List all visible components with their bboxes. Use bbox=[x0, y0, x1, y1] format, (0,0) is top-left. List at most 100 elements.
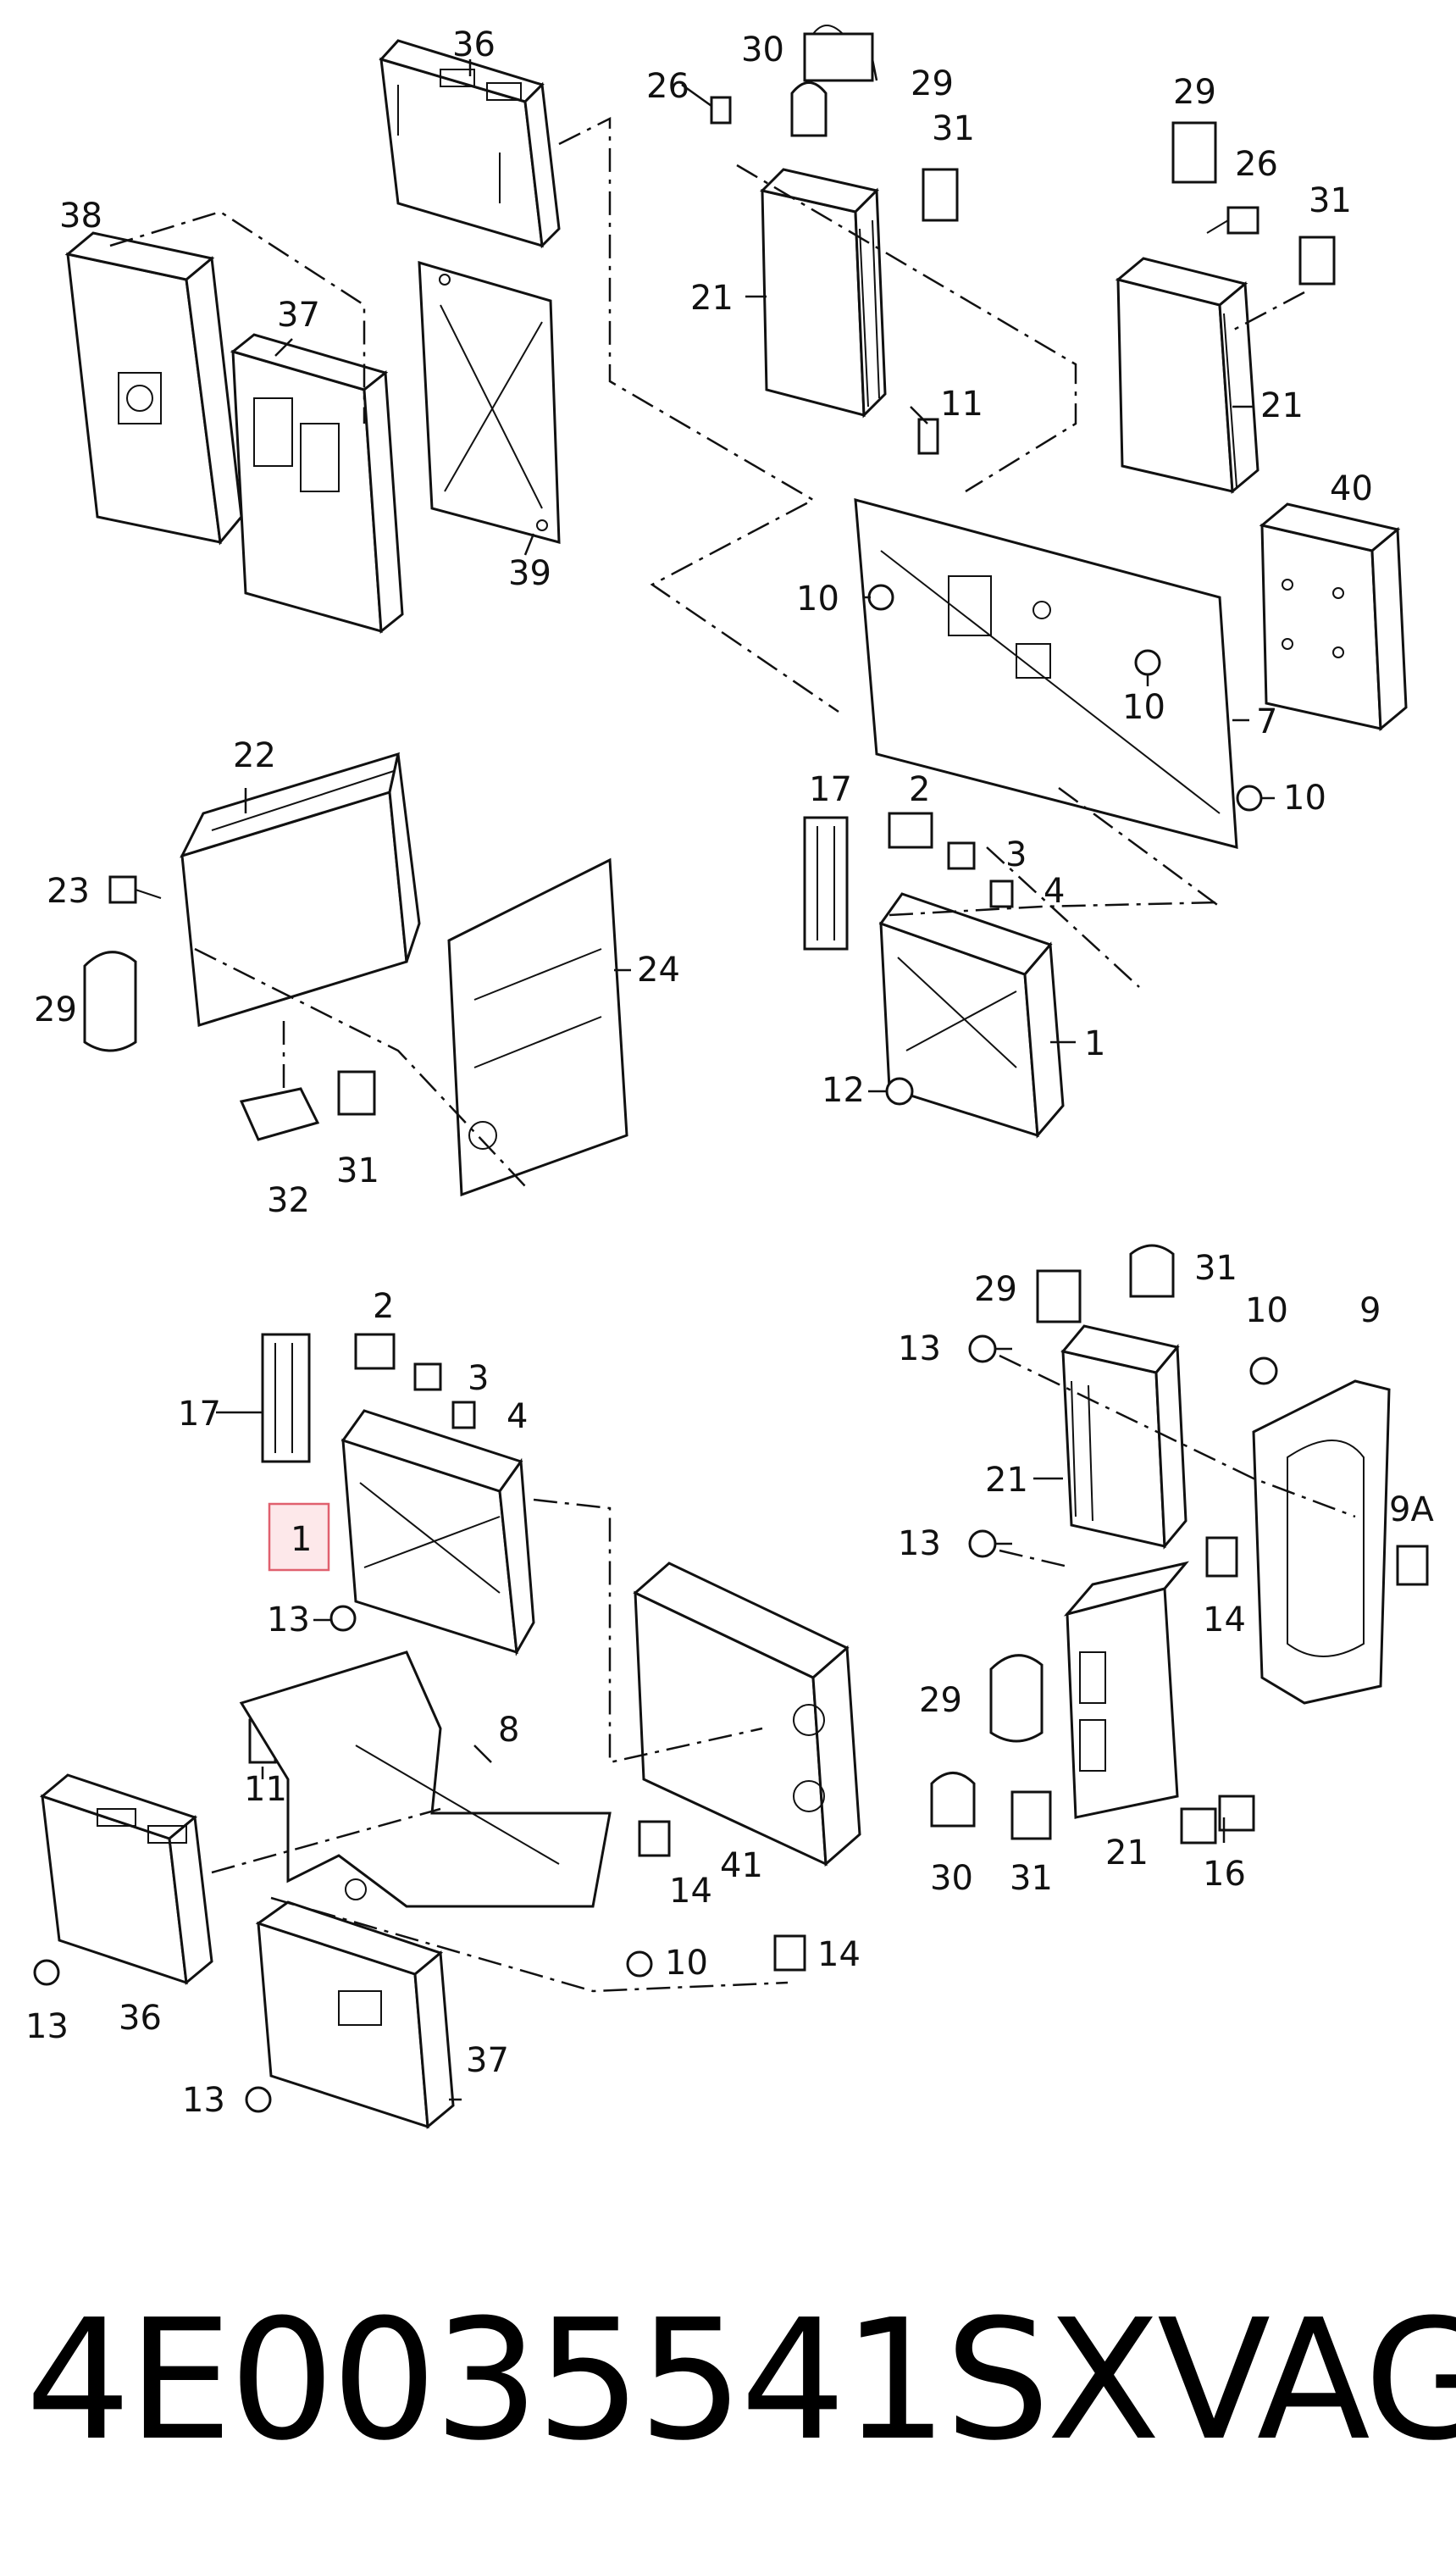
callout-3: 3 bbox=[1005, 835, 1027, 874]
callout-31: 31 bbox=[1010, 1859, 1053, 1898]
bolt-26-top bbox=[710, 96, 732, 125]
connector-4-low bbox=[451, 1401, 476, 1429]
callout-37: 37 bbox=[466, 2041, 509, 2080]
module-37-low bbox=[255, 1900, 455, 2129]
dash-low-left-1 bbox=[211, 1807, 441, 1874]
callout-2: 2 bbox=[373, 1287, 394, 1326]
callout-9A: 9A bbox=[1389, 1490, 1434, 1529]
connector-3-mid bbox=[947, 841, 976, 870]
callout-31: 31 bbox=[1309, 181, 1352, 220]
callout-40: 40 bbox=[1330, 469, 1373, 508]
callout-9: 9 bbox=[1359, 1291, 1381, 1330]
callout-4: 4 bbox=[1044, 872, 1065, 911]
callout-31: 31 bbox=[336, 1151, 379, 1190]
plug-31-low bbox=[1010, 1790, 1052, 1840]
nut-10-d bbox=[626, 1950, 653, 1978]
callout-3: 3 bbox=[468, 1359, 489, 1398]
callout-17: 17 bbox=[809, 770, 852, 809]
callout-21: 21 bbox=[1105, 1834, 1149, 1872]
amplifier-21-low-a bbox=[1060, 1324, 1187, 1550]
callout-13: 13 bbox=[25, 2007, 69, 2046]
connector-32 bbox=[239, 1087, 320, 1141]
connector-4-mid bbox=[989, 879, 1014, 908]
brand-name: VAG bbox=[1157, 2284, 1456, 2477]
bracket-9 bbox=[1252, 1379, 1391, 1705]
footer-caption: 4E0035541SX VAG bbox=[25, 2254, 1456, 2508]
bracket-39 bbox=[418, 260, 561, 544]
callout-14: 14 bbox=[669, 1872, 712, 1911]
nut-10-a bbox=[867, 584, 894, 611]
amplifier-22 bbox=[180, 752, 421, 1027]
nut-10-c bbox=[1236, 785, 1263, 812]
callout-2: 2 bbox=[909, 770, 930, 809]
callout-14: 14 bbox=[1203, 1601, 1246, 1639]
callout-10: 10 bbox=[665, 1944, 708, 1983]
callout-17: 17 bbox=[178, 1395, 221, 1434]
callout-8: 8 bbox=[498, 1711, 519, 1750]
dash-top-left-2 bbox=[558, 116, 839, 713]
callout-26: 26 bbox=[646, 67, 689, 106]
callout-14: 14 bbox=[817, 1935, 861, 1974]
callout-29: 29 bbox=[34, 990, 77, 1029]
amplifier-21-low-b bbox=[1063, 1561, 1189, 1819]
dash-mid-right-2 bbox=[986, 846, 1140, 988]
callout-labels: 36 38 37 39 26 30 29 31 21 29 26 31 21 1… bbox=[25, 25, 1434, 2120]
callout-13: 13 bbox=[898, 1524, 941, 1563]
callout-41: 41 bbox=[720, 1846, 763, 1885]
dash-top-right-1 bbox=[736, 164, 1077, 493]
bolt-13-c bbox=[245, 2086, 272, 2113]
bracket-8 bbox=[239, 1650, 612, 1908]
dash-low-left-2 bbox=[533, 1498, 763, 1764]
callout-23: 23 bbox=[47, 872, 90, 911]
callout-29: 29 bbox=[1173, 73, 1216, 112]
callout-16: 16 bbox=[1203, 1855, 1246, 1894]
callout-24: 24 bbox=[637, 951, 680, 990]
callout-31: 31 bbox=[932, 109, 975, 148]
callout-37: 37 bbox=[277, 296, 320, 335]
leader-lines bbox=[216, 58, 1275, 2101]
callout-1: 1 bbox=[291, 1520, 312, 1559]
connector-29-right bbox=[1171, 121, 1217, 184]
callout-21: 21 bbox=[690, 279, 734, 318]
fuse-17-mid bbox=[803, 816, 849, 951]
module-36-top bbox=[379, 39, 561, 249]
callout-31: 31 bbox=[1194, 1249, 1237, 1288]
nut-10-e bbox=[1249, 1356, 1278, 1385]
highlight-callout-1 bbox=[268, 1502, 330, 1572]
callout-36: 36 bbox=[452, 25, 495, 64]
dash-mid-right-1 bbox=[889, 901, 1221, 917]
bolt-23 bbox=[108, 875, 162, 904]
connector-3-low bbox=[413, 1362, 442, 1391]
callout-38: 38 bbox=[59, 197, 102, 236]
plate-24 bbox=[447, 857, 628, 1197]
callout-30: 30 bbox=[741, 31, 784, 69]
bolt-26-right bbox=[1206, 206, 1259, 235]
module-38 bbox=[64, 231, 243, 546]
plug-31-right bbox=[1298, 236, 1336, 286]
callout-22: 22 bbox=[233, 736, 276, 775]
module-37-top bbox=[230, 333, 404, 634]
callout-26: 26 bbox=[1235, 145, 1278, 184]
dash-low-right-2 bbox=[999, 1549, 1072, 1569]
callout-10: 10 bbox=[1245, 1291, 1288, 1330]
callout-10: 10 bbox=[1122, 688, 1165, 727]
connector-30-low bbox=[930, 1772, 976, 1828]
exploded-parts-diagram: 36 38 37 39 26 30 29 31 21 29 26 31 21 1… bbox=[25, 25, 1434, 2129]
callout-7: 7 bbox=[1256, 702, 1277, 741]
nut-12 bbox=[885, 1077, 914, 1106]
module-36-low bbox=[39, 1773, 213, 1985]
callout-10: 10 bbox=[796, 580, 839, 619]
callout-13: 13 bbox=[898, 1329, 941, 1368]
connector-29-low-top bbox=[1036, 1269, 1082, 1323]
callout-21: 21 bbox=[1260, 386, 1304, 425]
connector-29-low bbox=[989, 1654, 1044, 1743]
bolt-13-a bbox=[329, 1605, 357, 1632]
connector-2-mid bbox=[888, 812, 933, 849]
callout-11: 11 bbox=[940, 385, 983, 424]
nut-10-b bbox=[1134, 649, 1161, 676]
callout-21: 21 bbox=[985, 1461, 1028, 1500]
module-41 bbox=[633, 1562, 861, 1867]
connector-29-mid bbox=[83, 951, 137, 1052]
bolt-13-d bbox=[968, 1334, 997, 1363]
dash-low-left-3 bbox=[270, 1896, 789, 1993]
